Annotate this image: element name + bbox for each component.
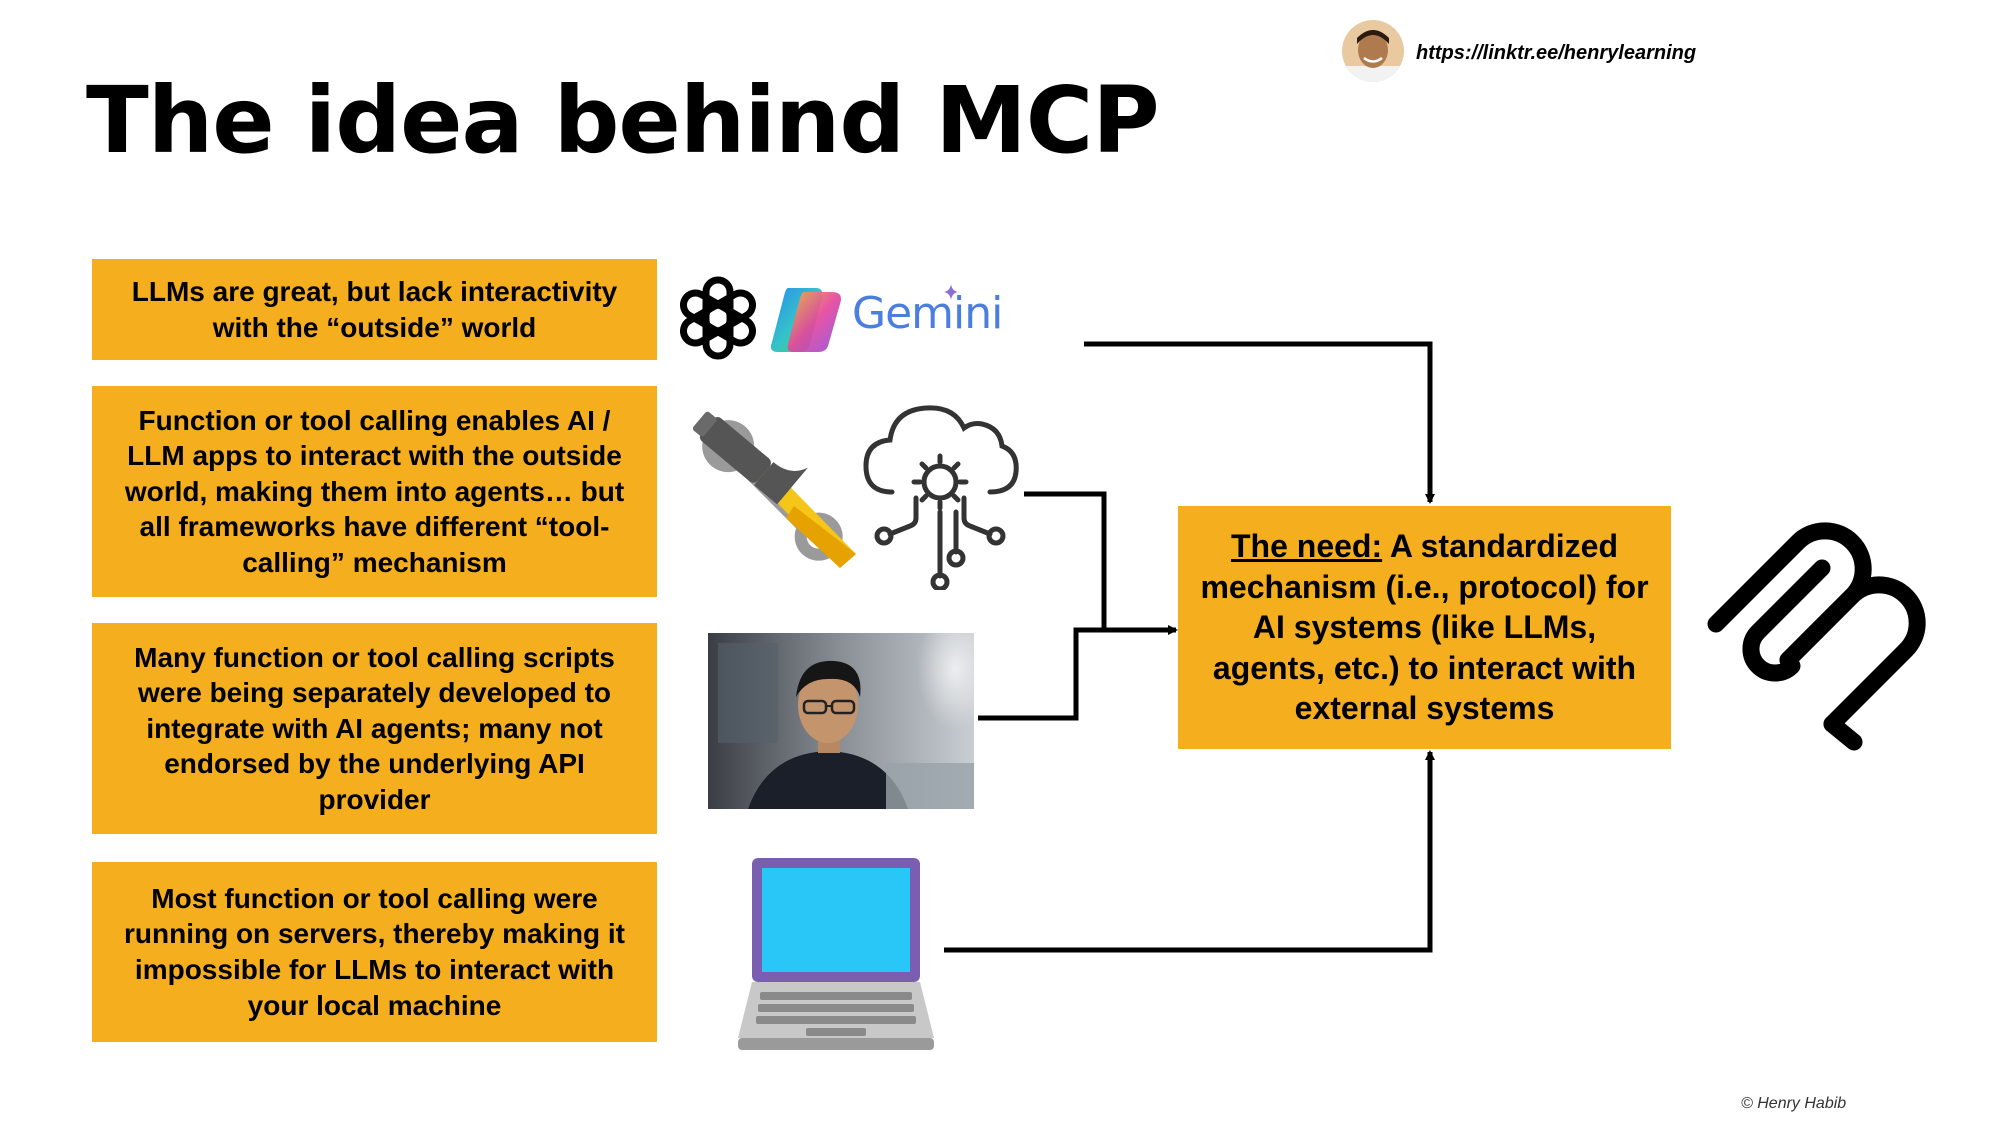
page-title: The idea behind MCP: [86, 67, 1160, 174]
avatar: [1342, 20, 1404, 82]
mcp-logo: [1707, 522, 1926, 751]
cloud-gear-icon: [863, 405, 1019, 590]
line-from-tools: [1024, 491, 1107, 630]
line-from-laptop: [944, 750, 1435, 953]
line-from-scripts: [978, 625, 1178, 721]
need-text: A standardized mechanism (i.e., protocol…: [1200, 527, 1649, 727]
gemini-logo: Gemini: [852, 288, 1003, 339]
hammer-wrench-icon: [692, 411, 856, 568]
need-card: The need: A standardized mechanism (i.e.…: [1178, 506, 1671, 749]
copyright-text: © Henry Habib: [1741, 1095, 1847, 1112]
need-label: The need:: [1230, 527, 1383, 564]
copilot-logo: [770, 288, 841, 352]
author-link[interactable]: https://linktr.ee/henrylearning: [1416, 42, 1697, 64]
laptop-icon: [738, 858, 934, 1050]
card-servers: Most function or tool calling were runni…: [92, 862, 657, 1042]
card-llm-limitation: LLMs are great, but lack interactivity w…: [92, 259, 657, 360]
card-separate-scripts: Many function or tool calling scripts we…: [92, 623, 657, 834]
openai-logo: [679, 276, 757, 360]
developer-photo: [708, 633, 974, 809]
gemini-sparkle-icon: [944, 284, 958, 300]
card-tool-calling: Function or tool calling enables AI / LL…: [92, 386, 657, 597]
line-from-llms: [1084, 341, 1435, 504]
